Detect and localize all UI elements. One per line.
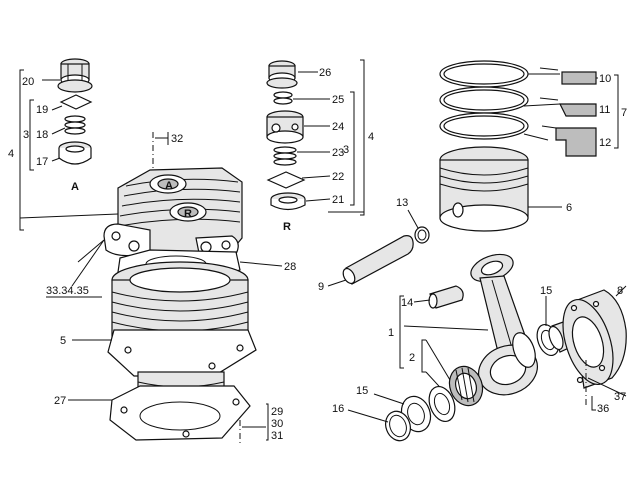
- connecting-rod: [470, 253, 538, 396]
- callout-25: 25: [332, 94, 344, 106]
- callout-3-left: 3: [23, 129, 29, 141]
- callout-21: 21: [332, 194, 344, 206]
- valve-cap-a: [57, 58, 93, 93]
- piston: [439, 146, 529, 232]
- callout-33-34-35: 33.34.35: [46, 285, 89, 297]
- callout-22: 22: [332, 171, 344, 183]
- ring-sections: [523, 67, 597, 157]
- valve-plate-r: [266, 171, 306, 189]
- cylinder-head: [103, 167, 243, 263]
- callout-9: 9: [318, 281, 324, 293]
- head-port-label-a: A: [165, 180, 173, 192]
- callout-2: 2: [409, 352, 415, 364]
- piston-rings: [439, 60, 529, 140]
- callout-17: 17: [36, 156, 48, 168]
- valve-a-leaders: [19, 69, 119, 231]
- valve-plate-a: [59, 94, 93, 110]
- callout-13: 13: [396, 197, 408, 209]
- callout-24: 24: [332, 121, 344, 133]
- callout-20: 20: [22, 76, 34, 88]
- wrist-pin: [342, 235, 414, 285]
- callout-18: 18: [36, 129, 48, 141]
- callout-29: 29: [271, 406, 283, 418]
- valve-seat-r: [270, 192, 306, 211]
- valve-cap-r: [266, 60, 298, 89]
- callout-14: 14: [401, 297, 413, 309]
- callout-31: 31: [271, 430, 283, 442]
- valve-label-a: A: [71, 181, 79, 193]
- valve-spring-upper-r: [273, 91, 293, 105]
- callout-3-center: 3: [343, 144, 349, 156]
- callout-19: 19: [36, 104, 48, 116]
- circlip-13: [414, 226, 430, 244]
- callout-4-left: 4: [8, 148, 14, 160]
- callout-30: 30: [271, 418, 283, 430]
- valve-seat-a: [58, 141, 92, 165]
- base-gasket: [109, 385, 251, 441]
- callout-7: 7: [621, 107, 627, 119]
- valve-assembly-r: R: [266, 60, 306, 233]
- callout-32: 32: [171, 133, 183, 145]
- bearing-cage-2: [448, 365, 484, 407]
- valve-assembly-a: A: [57, 58, 93, 193]
- crankshaft: [548, 289, 627, 389]
- callout-4-center: 4: [368, 131, 374, 143]
- valve-label-r: R: [283, 221, 291, 233]
- valve-body-r: [266, 110, 304, 144]
- valve-r-leaders: [293, 59, 365, 216]
- small-end-bushing: [428, 285, 464, 309]
- valve-spring-lower-r: [273, 146, 297, 166]
- callout-15-upper: 15: [540, 285, 552, 297]
- callout-36: 36: [597, 403, 609, 415]
- callout-23: 23: [332, 147, 344, 159]
- circlip-16: [385, 410, 411, 442]
- callout-26: 26: [319, 67, 331, 79]
- callout-27: 27: [54, 395, 66, 407]
- callout-8: 8: [617, 285, 623, 297]
- callout-37: 37: [614, 391, 626, 403]
- callout-11: 11: [599, 104, 610, 116]
- valve-spring-a: [64, 115, 86, 135]
- callout-1: 1: [388, 327, 394, 339]
- callout-15-lower: 15: [356, 385, 368, 397]
- callout-16: 16: [332, 403, 344, 415]
- callout-28: 28: [284, 261, 296, 273]
- callout-12: 12: [599, 137, 611, 149]
- callout-10: 10: [599, 73, 611, 85]
- head-port-label-r: R: [184, 208, 192, 220]
- callout-5: 5: [60, 335, 66, 347]
- callout-6: 6: [566, 202, 572, 214]
